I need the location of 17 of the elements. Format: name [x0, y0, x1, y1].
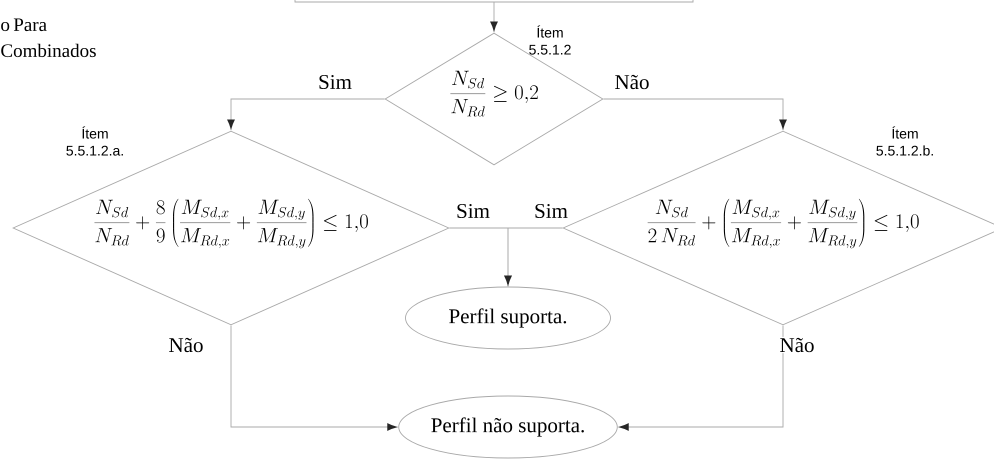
edge-label: Sim: [317, 74, 353, 90]
arrow: [603, 98, 787, 130]
item-reference: Ítem 5.5.1.2.b.: [876, 126, 933, 156]
edge-label: Não: [778, 336, 816, 354]
item-reference: Ítem 5.5.1.2: [529, 25, 571, 55]
heading-text: o Para Combinados: [1, 18, 96, 58]
arrow: [227, 98, 385, 130]
edge-label: Não: [168, 336, 204, 354]
process-box: [294, 0, 694, 2]
arrow: [490, 2, 498, 32]
edge-label: Não: [614, 74, 650, 90]
edge-label: Sim: [533, 202, 569, 220]
arrow: [619, 325, 784, 431]
edge-label: Sim: [455, 202, 491, 220]
arrow: [504, 228, 563, 286]
item-reference: Ítem 5.5.1.2.a.: [66, 126, 123, 156]
arrow: [230, 325, 397, 431]
